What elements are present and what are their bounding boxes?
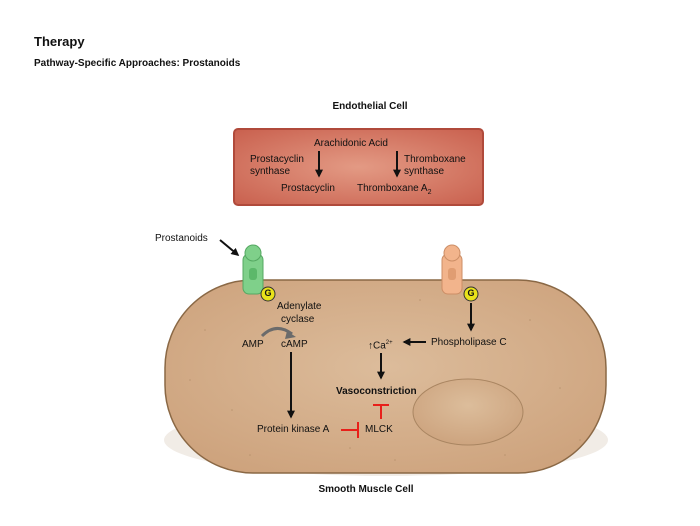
amp-to-camp-arrow <box>260 327 293 338</box>
prostanoids-arrow <box>219 239 240 257</box>
calcium-label: ↑Ca2+ <box>368 337 393 352</box>
g-protein-left-label: G <box>264 288 272 298</box>
cell-nucleus <box>412 378 524 446</box>
endothelial-cell-box <box>233 128 484 206</box>
prostacyclin-synthase-label-1: Prostacyclin <box>250 154 304 165</box>
thromboxane-synthase-label-2: synthase <box>404 166 445 177</box>
smooth-muscle-cell-heading: Smooth Muscle Cell <box>318 484 414 495</box>
arachidonic-acid-label: Arachidonic Acid <box>314 138 388 149</box>
g-protein-right-label: G <box>467 288 475 298</box>
thromboxane-a2-base: Thromboxane A <box>357 183 428 194</box>
g-protein-left <box>260 286 276 302</box>
thromboxane-a2-label: Thromboxane A2 <box>357 183 432 199</box>
thromboxane-a2-subscript: 2 <box>427 189 432 196</box>
cell-texture <box>189 299 581 461</box>
prostacyclin-label: Prostacyclin <box>281 183 335 194</box>
calcium-prefix: ↑Ca <box>368 340 386 352</box>
camp-label: cAMP <box>281 339 308 350</box>
adenylate-cyclase-label-1: Adenylate <box>277 301 322 312</box>
thromboxane-synthase-label-1: Thromboxane <box>404 154 466 165</box>
phospholipase-c-label: Phospholipase C <box>431 337 507 348</box>
endothelial-cell-heading: Endothelial Cell <box>332 101 408 112</box>
smooth-muscle-cell-body <box>164 279 607 474</box>
page-title: Therapy <box>34 34 85 49</box>
g-protein-right <box>463 286 479 302</box>
prostacyclin-receptor <box>242 244 264 295</box>
amp-to-camp-arrowhead <box>285 331 296 339</box>
calcium-superscript: 2+ <box>385 340 393 346</box>
protein-kinase-a-label: Protein kinase A <box>257 424 330 435</box>
amp-label: AMP <box>242 339 264 350</box>
page-subtitle: Pathway-Specific Approaches: Prostanoids <box>34 58 241 69</box>
adenylate-cyclase-label-2: cyclase <box>281 314 315 325</box>
prostacyclin-synthase-label-2: synthase <box>250 166 291 177</box>
thromboxane-receptor <box>441 244 463 295</box>
mlck-label: MLCK <box>365 424 393 435</box>
vasoconstriction-label: Vasoconstriction <box>336 386 417 397</box>
prostanoids-label: Prostanoids <box>155 233 208 244</box>
